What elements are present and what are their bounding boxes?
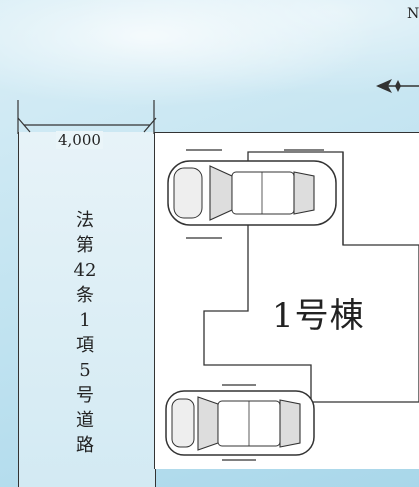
road-width-label: 4,000 (56, 131, 103, 149)
road-strip (18, 132, 156, 487)
north-indicator-text: N (407, 6, 419, 22)
background-sky (0, 0, 419, 120)
north-arrow-icon (376, 79, 419, 93)
building-label: 1号棟 (272, 296, 365, 336)
dimension-tick-left (17, 117, 31, 133)
road-name-label: 法第42条1項5号道路 (73, 210, 97, 456)
car-icon (167, 160, 337, 226)
car-icon (165, 390, 315, 456)
